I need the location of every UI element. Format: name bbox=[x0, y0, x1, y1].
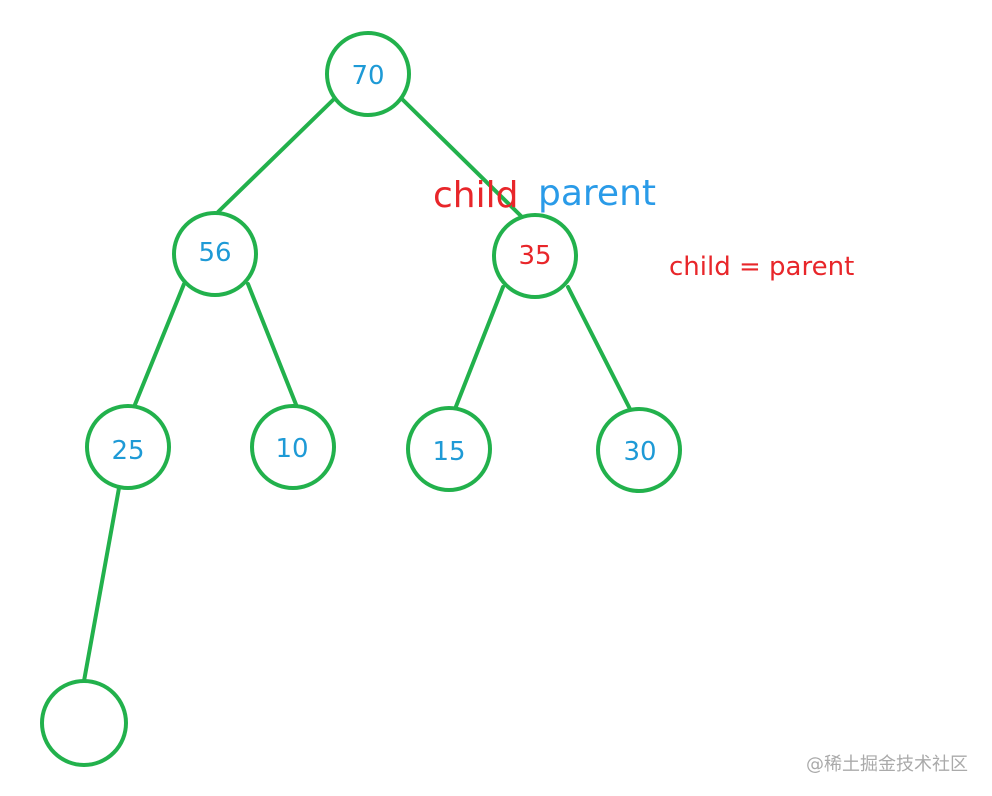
node-15 bbox=[406, 406, 492, 492]
edge-35-30 bbox=[566, 285, 633, 413]
node-35-label: 35 bbox=[518, 241, 551, 271]
watermark: @稀土掘金技术社区 bbox=[806, 754, 968, 775]
node-56 bbox=[172, 211, 258, 297]
node-35 bbox=[492, 213, 578, 299]
node-30 bbox=[596, 407, 682, 493]
node-15-label: 15 bbox=[432, 437, 465, 467]
node-10 bbox=[250, 404, 336, 490]
parent-label: parent bbox=[538, 173, 656, 214]
tree-edges bbox=[82, 98, 633, 683]
node-10-label: 10 bbox=[275, 434, 308, 464]
edge-35-15 bbox=[453, 285, 505, 411]
child-label: child bbox=[433, 175, 518, 216]
tree-nodes bbox=[40, 31, 682, 767]
node-70 bbox=[325, 31, 411, 117]
node-25-label: 25 bbox=[111, 436, 144, 466]
edge-56-10 bbox=[246, 282, 299, 409]
node-56-label: 56 bbox=[198, 238, 231, 268]
node-25 bbox=[85, 404, 171, 490]
edge-70-35 bbox=[401, 98, 524, 219]
edge-56-25 bbox=[132, 282, 186, 409]
node-empty bbox=[40, 679, 128, 767]
edge-70-56 bbox=[216, 98, 335, 214]
node-70-label: 70 bbox=[351, 61, 384, 91]
edge-25-empty bbox=[82, 486, 121, 683]
assignment-note: child = parent bbox=[669, 252, 854, 282]
node-30-label: 30 bbox=[623, 437, 656, 467]
